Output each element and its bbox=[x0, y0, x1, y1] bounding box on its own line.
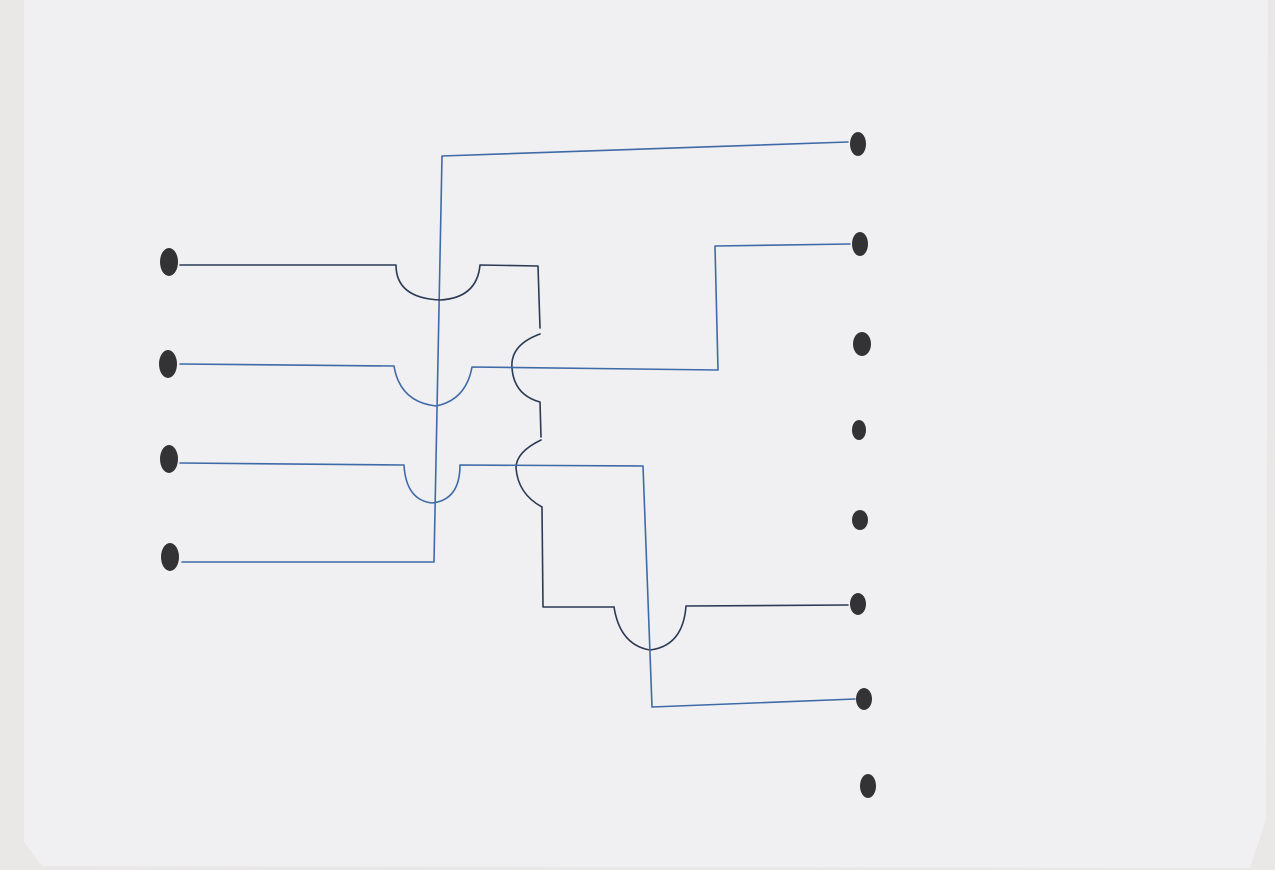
right-terminals bbox=[850, 132, 876, 798]
right-terminal-6 bbox=[850, 593, 866, 615]
right-terminal-8 bbox=[860, 774, 876, 798]
wire-left3-to-right7 bbox=[179, 462, 856, 708]
paper-background bbox=[24, 0, 1268, 868]
right-terminal-5 bbox=[852, 510, 868, 530]
right-terminal-2 bbox=[852, 232, 868, 256]
right-terminal-3 bbox=[853, 332, 871, 356]
wire-left4-to-right1 bbox=[181, 141, 849, 563]
left-terminal-4 bbox=[161, 543, 179, 571]
wire-left1 bbox=[179, 264, 541, 329]
wire-left1-down-2 bbox=[515, 439, 615, 608]
right-terminal-4 bbox=[852, 420, 866, 440]
wires bbox=[179, 141, 856, 708]
right-terminal-1 bbox=[850, 132, 866, 156]
left-terminal-3 bbox=[160, 445, 178, 473]
right-terminal-7 bbox=[856, 688, 872, 710]
wire-left2-to-right2 bbox=[179, 243, 851, 407]
left-terminal-1 bbox=[160, 248, 178, 276]
left-terminals bbox=[159, 248, 179, 571]
left-terminal-2 bbox=[159, 350, 177, 378]
